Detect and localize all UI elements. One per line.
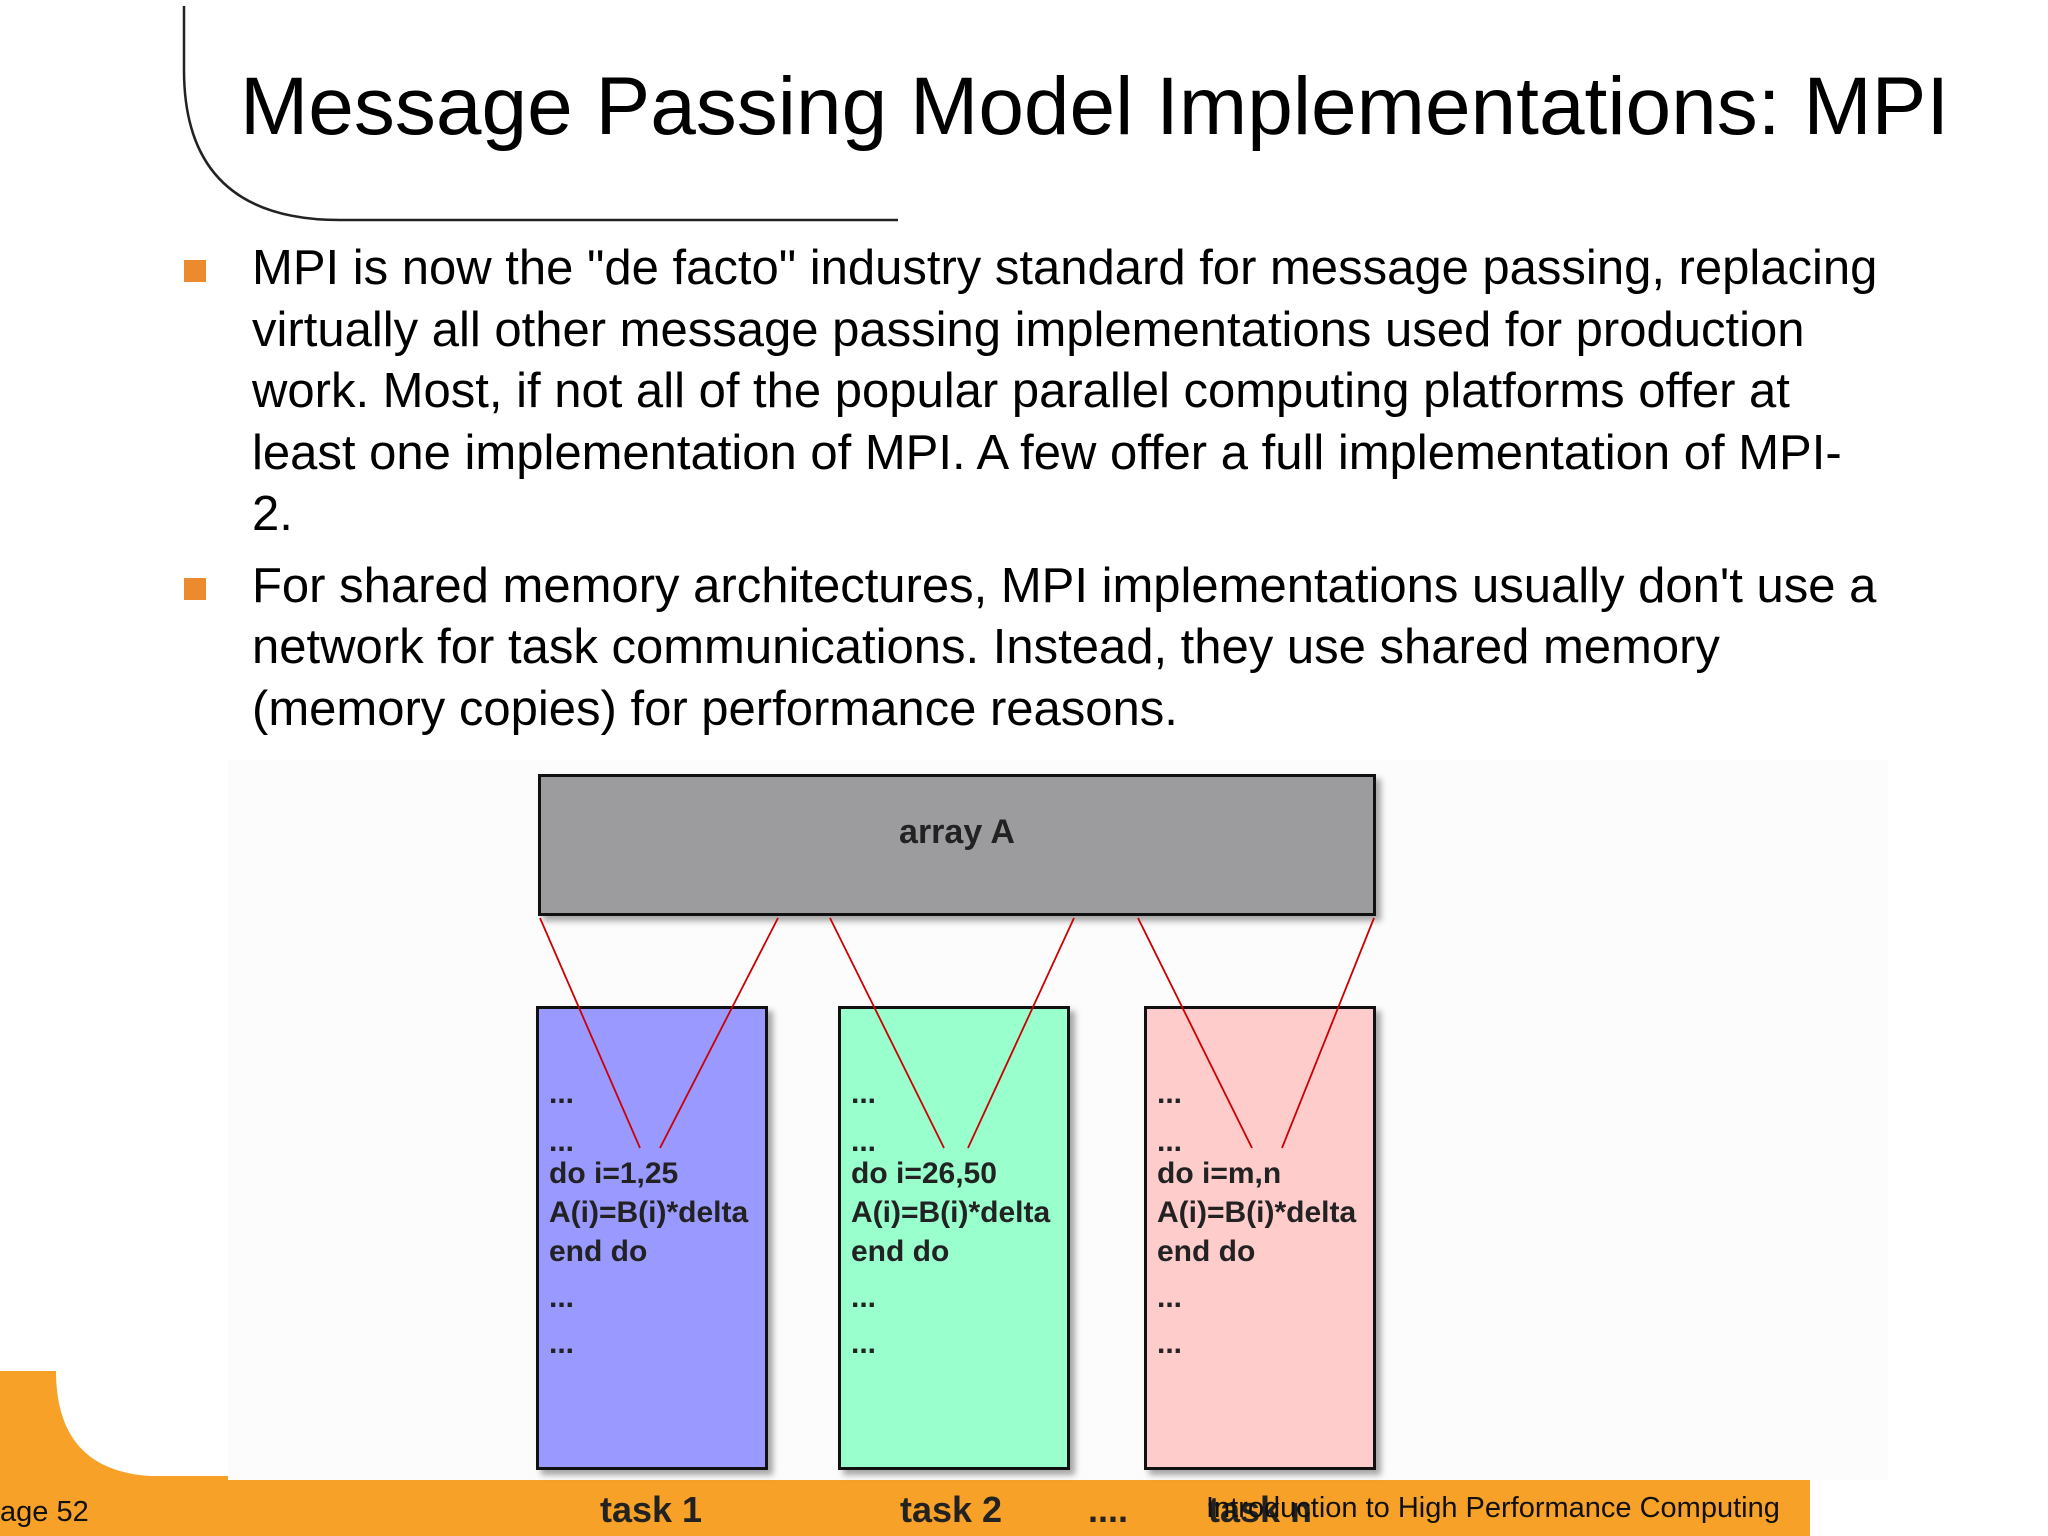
code-line: end do <box>549 1235 648 1268</box>
code-line: A(i)=B(i)*delta <box>1157 1196 1357 1229</box>
bullet-item: For shared memory architectures, MPI imp… <box>180 556 1880 741</box>
task-label-1: task 1 <box>600 1489 703 1530</box>
code-line: ... <box>549 1281 575 1314</box>
connector-line <box>539 917 641 1149</box>
code-line: ... <box>549 1077 575 1110</box>
code-line: end do <box>851 1235 950 1268</box>
footer-bar <box>0 1371 1810 1536</box>
connector-line <box>1281 917 1375 1149</box>
code-line: ... <box>851 1327 877 1360</box>
page-number: age 52 <box>0 1496 89 1528</box>
code-line: ... <box>549 1125 575 1158</box>
course-title: Introduction to High Performance Computi… <box>1206 1492 1780 1524</box>
task-ellipsis: .... <box>1088 1489 1129 1530</box>
code-line: ... <box>1157 1125 1183 1158</box>
code-line: end do <box>1157 1235 1256 1268</box>
code-line: ... <box>851 1125 877 1158</box>
square-bullet-icon <box>184 260 206 282</box>
code-line: ... <box>851 1281 877 1314</box>
bullet-list: MPI is now the "de facto" industry stand… <box>180 238 1880 750</box>
task-box-n: ... ... do i=m,n A(i)=B(i)*delta end do … <box>1144 1006 1376 1470</box>
connector-line <box>829 917 945 1149</box>
connector-line <box>967 917 1075 1149</box>
code-line: do i=1,25 <box>549 1157 679 1190</box>
code-line: do i=m,n <box>1157 1157 1282 1190</box>
code-line: A(i)=B(i)*delta <box>851 1196 1051 1229</box>
shared-array-box: array A <box>538 774 1376 916</box>
task-box-2: ... ... do i=26,50 A(i)=B(i)*delta end d… <box>838 1006 1070 1470</box>
array-label: array A <box>899 813 1015 851</box>
connector-line <box>1137 917 1253 1149</box>
code-line: ... <box>1157 1281 1183 1314</box>
square-bullet-icon <box>184 577 206 600</box>
bullet-text: For shared memory architectures, MPI imp… <box>252 558 1877 736</box>
bullet-item: MPI is now the "de facto" industry stand… <box>180 238 1880 546</box>
code-line: ... <box>549 1327 575 1360</box>
code-line: ... <box>1157 1077 1183 1110</box>
bullet-text: MPI is now the "de facto" industry stand… <box>252 241 1878 541</box>
code-line: ... <box>851 1077 877 1110</box>
slide-title: Message Passing Model Implementations: M… <box>240 61 1950 152</box>
task-label-2: task 2 <box>900 1489 1003 1530</box>
task-box-1: ... ... do i=1,25 A(i)=B(i)*delta end do… <box>536 1006 768 1470</box>
code-line: do i=26,50 <box>851 1157 997 1190</box>
code-line: A(i)=B(i)*delta <box>549 1196 749 1229</box>
connector-line <box>659 917 779 1149</box>
code-line: ... <box>1157 1327 1183 1360</box>
title-corner-curve <box>182 6 898 222</box>
task-label-n: task n <box>1208 1489 1313 1530</box>
